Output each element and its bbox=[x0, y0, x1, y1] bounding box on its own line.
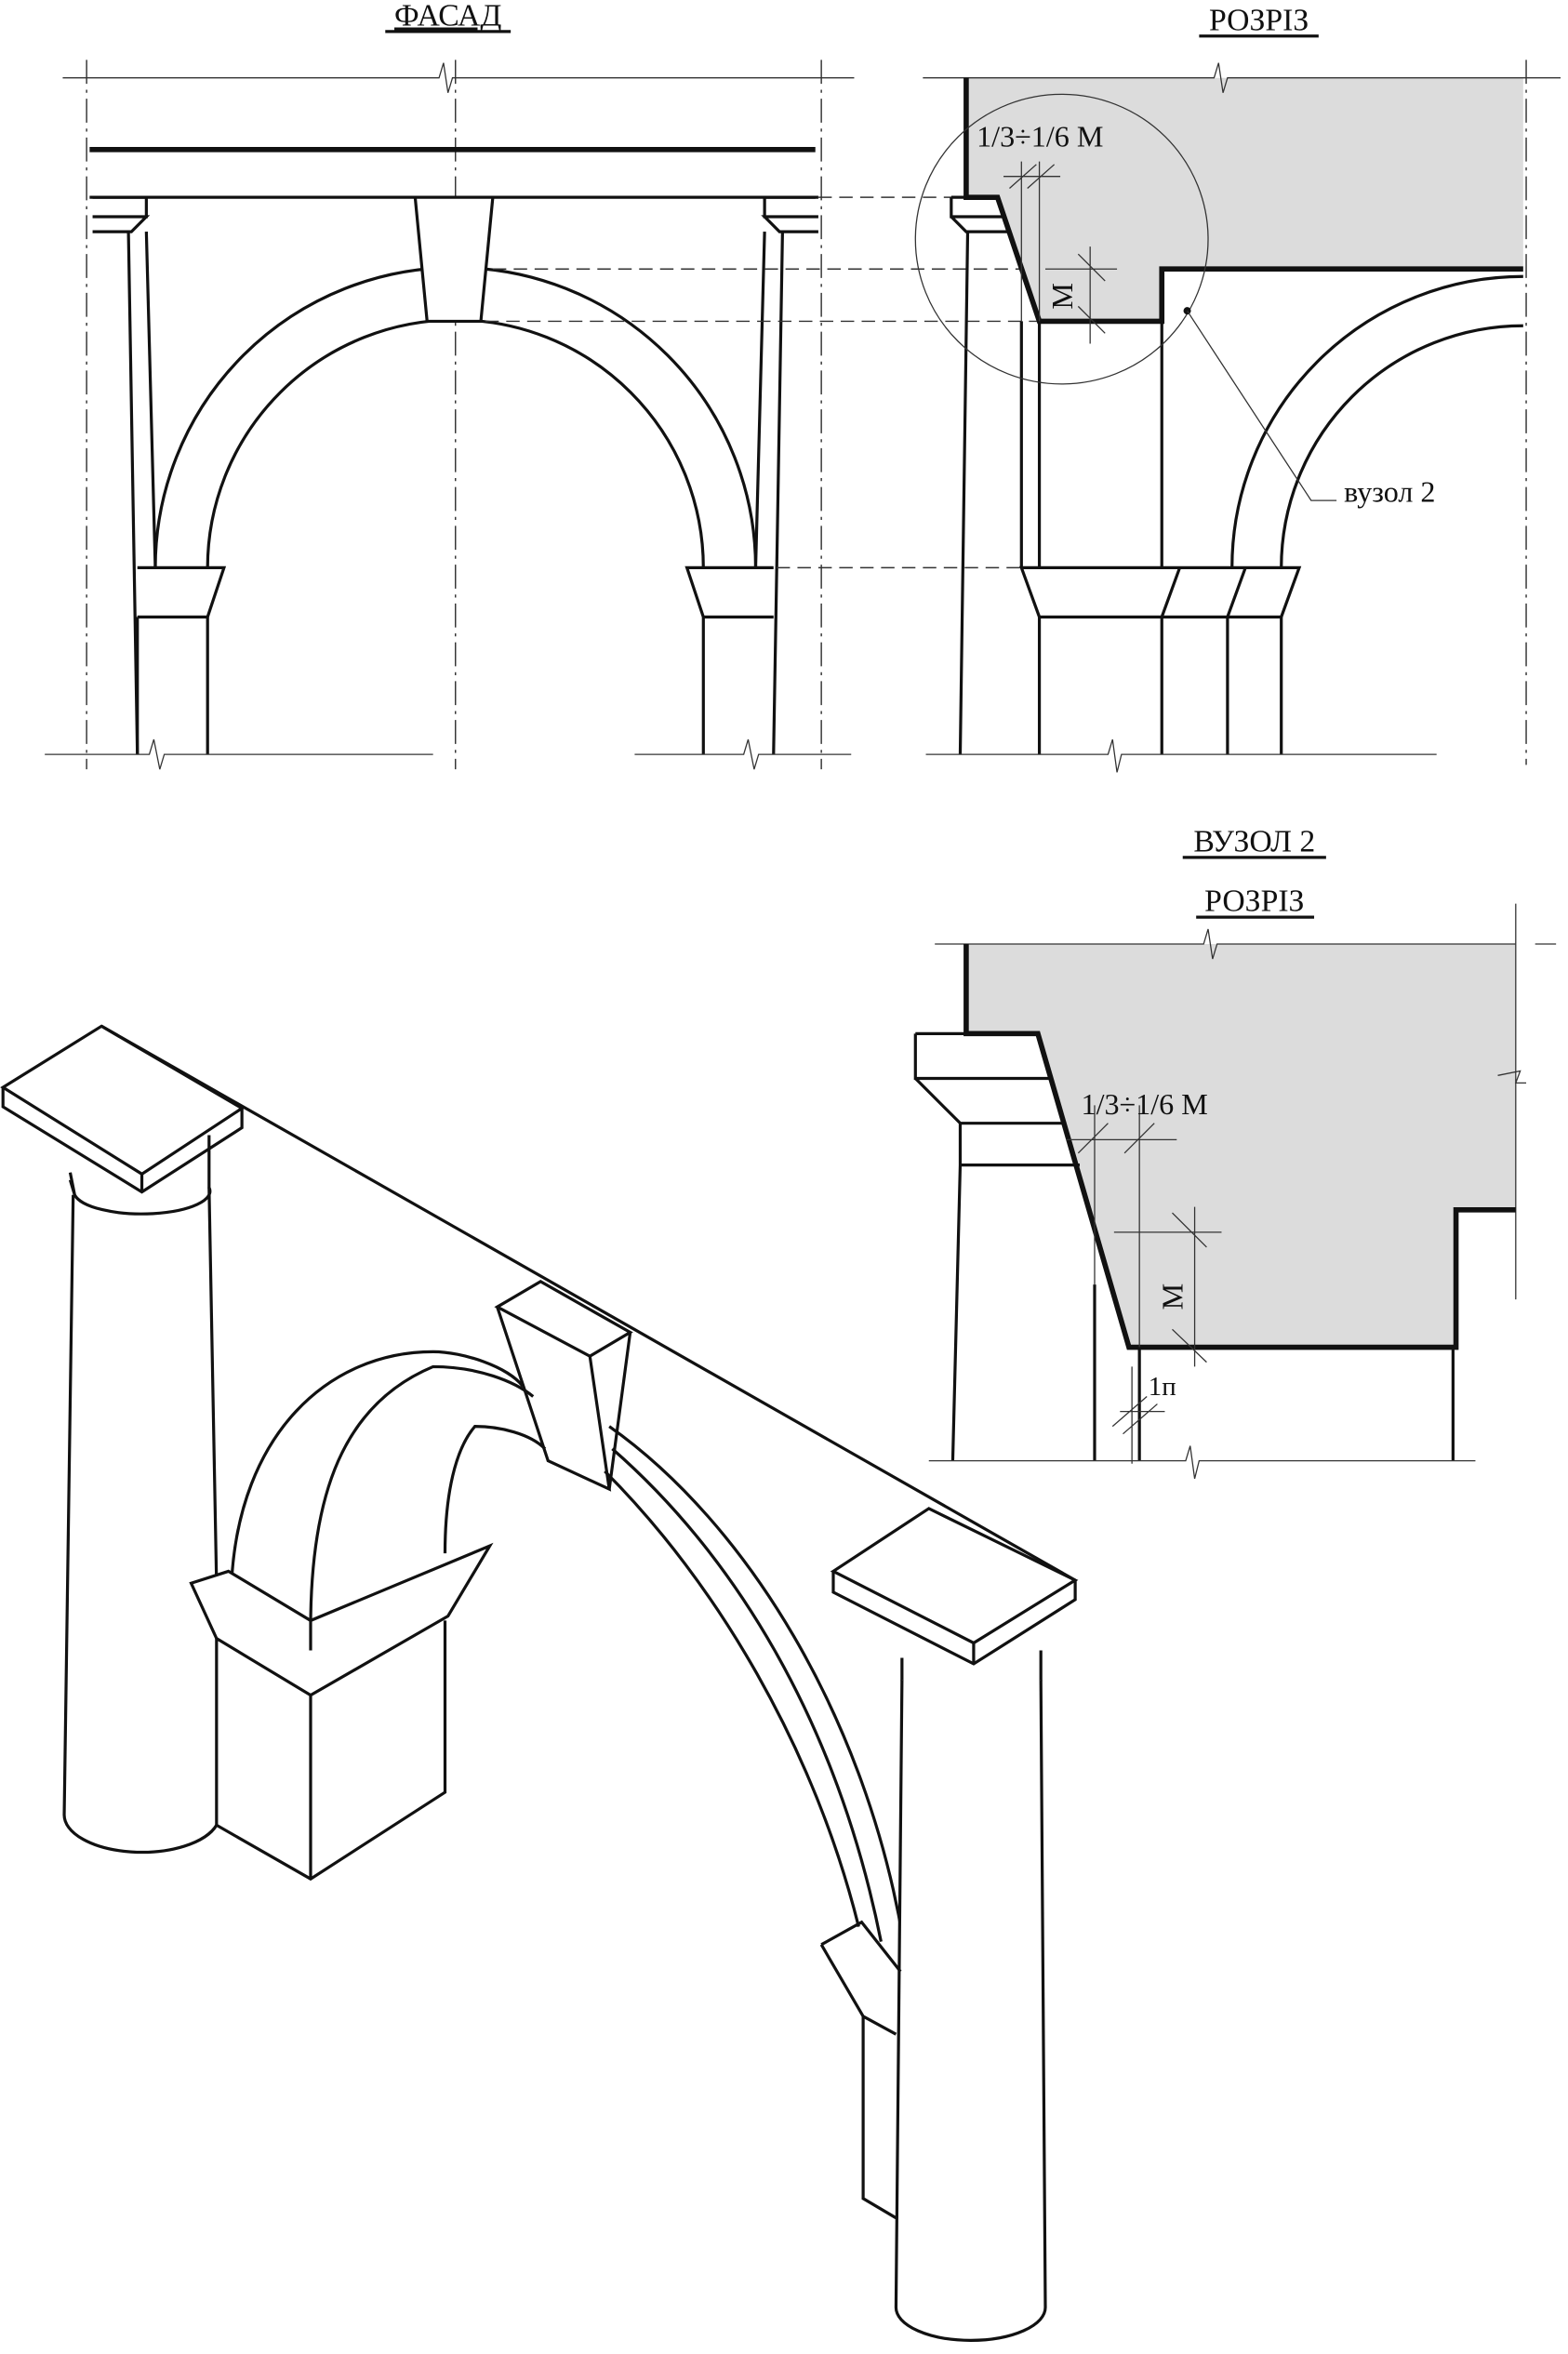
node-dim-m: М bbox=[1156, 1283, 1189, 1310]
section-dim-m: М bbox=[1045, 283, 1079, 310]
section-title: РОЗРІЗ bbox=[1209, 3, 1309, 37]
facade-view: ФАСАД bbox=[45, 0, 855, 770]
node-2-detail: ВУЗОЛ 2 РОЗРІЗ 1/3÷1/6 М М 1п bbox=[913, 824, 1557, 1480]
facade-title: ФАСАД bbox=[394, 0, 501, 33]
section-fill bbox=[965, 77, 1523, 322]
node-dim-ratio: 1/3÷1/6 М bbox=[1082, 1087, 1208, 1121]
node-subtitle: РОЗРІЗ bbox=[1204, 884, 1304, 919]
isometric-view bbox=[0, 1024, 1079, 2342]
detail-circle bbox=[914, 93, 1209, 385]
node-dim-gap: 1п bbox=[1149, 1372, 1176, 1402]
callout-label[interactable]: вузол 2 bbox=[1344, 475, 1435, 509]
section-view: РОЗРІЗ 1/3÷1/6 М М вузол 2 bbox=[914, 3, 1561, 773]
section-dim-ratio: 1/3÷1/6 М bbox=[977, 120, 1103, 153]
projection-lines bbox=[485, 196, 1045, 569]
node-title: ВУЗОЛ 2 bbox=[1193, 824, 1315, 858]
